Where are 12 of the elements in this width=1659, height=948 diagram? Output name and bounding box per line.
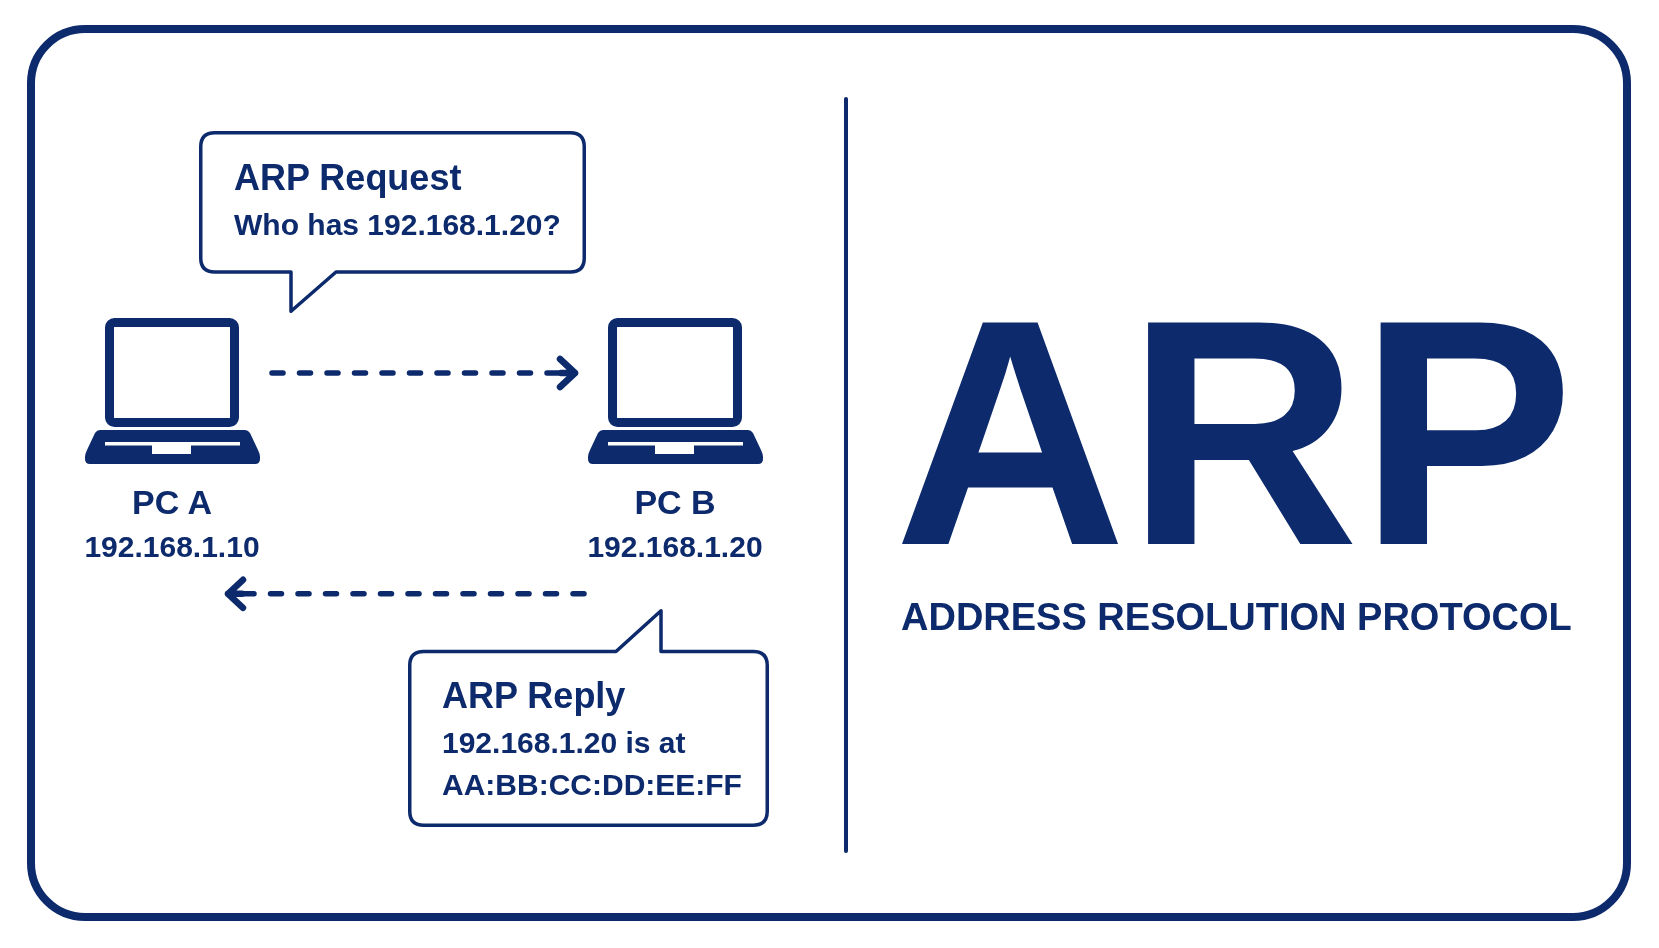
title: ARP [894,288,1574,578]
ip-address: 192.168.1.20 [587,528,763,565]
message-text: Who has 192.168.1.20? [234,207,561,244]
subtitle: ADDRESS RESOLUTION PROTOCOL [901,595,1572,640]
message-text: 192.168.1.20 is at AA:BB:CC:DD:EE:FF [442,724,743,803]
ip-address: 192.168.1.10 [84,528,260,565]
message-title: ARP Reply [442,673,626,717]
message-title: ARP Request [234,156,462,200]
dashed-arrow [269,355,579,391]
computer-name: PC B [634,482,716,523]
computer-name: PC A [132,482,212,523]
dashed-arrow [224,576,587,612]
